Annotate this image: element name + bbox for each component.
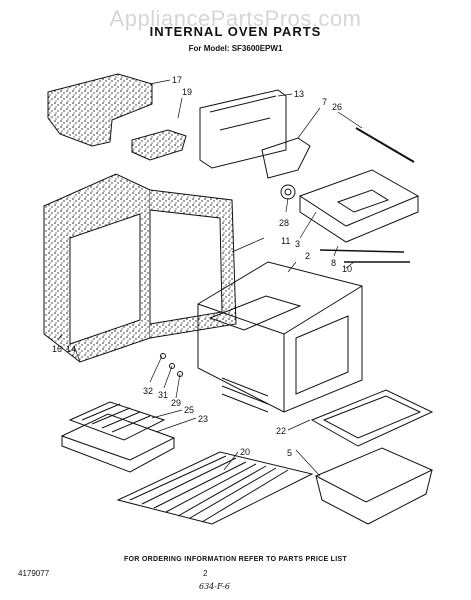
part-13-rear-panel — [199, 89, 287, 169]
part-25-broil-pan-insert — [68, 401, 166, 441]
part-8-strip — [319, 249, 405, 253]
part-7-bracket — [261, 137, 311, 179]
part-22-drawer-liner — [310, 389, 434, 447]
part-31-washer — [169, 363, 175, 369]
callout-17: 17 — [172, 75, 182, 85]
callout-19: 19 — [182, 87, 192, 97]
callout-25: 25 — [184, 405, 194, 415]
callout-3: 3 — [295, 239, 300, 249]
callout-29: 29 — [171, 398, 181, 408]
watermark: AppliancePartsPros.com — [109, 6, 362, 31]
part-32-screw — [160, 353, 166, 359]
page-title: INTERNAL OVEN PARTS — [149, 24, 322, 39]
callout-5: 5 — [287, 448, 292, 458]
callout-13: 13 — [294, 89, 304, 99]
callout-26: 26 — [332, 102, 342, 112]
model-subtitle: For Model: SF3600EPW1 — [188, 44, 283, 53]
callout-28: 28 — [279, 218, 289, 228]
callout-11: 11 — [281, 236, 290, 246]
part-17-top-insulation — [47, 73, 153, 147]
ordering-note: FOR ORDERING INFORMATION REFER TO PARTS … — [123, 556, 348, 563]
part-26-rod — [355, 127, 415, 163]
callout-32: 32 — [143, 386, 153, 396]
callout-14: 14 — [66, 344, 76, 354]
page-number: 2 — [203, 569, 208, 578]
callout-31: 31 — [158, 390, 168, 400]
callout-22: 22 — [276, 426, 286, 436]
part-23-broil-pan — [60, 413, 176, 473]
part-20-oven-rack — [116, 451, 314, 525]
part-5-storage-drawer — [314, 447, 434, 525]
document-number: 4179077 — [18, 569, 50, 578]
callout-20: 20 — [240, 447, 250, 457]
part-2-oven-liner — [197, 261, 363, 413]
callout-7: 7 — [322, 97, 327, 107]
part-29-nut — [177, 371, 183, 377]
part-19-insulation-pad — [131, 129, 187, 161]
callout-23: 23 — [198, 414, 208, 424]
part-28-clip — [280, 184, 296, 200]
callout-2: 2 — [305, 251, 310, 261]
callout-16: 16 — [52, 344, 62, 354]
handwritten-note: 634-F-6 — [199, 582, 230, 591]
callout-10: 10 — [342, 264, 352, 274]
leader-lines — [57, 79, 363, 477]
callout-8: 8 — [331, 258, 336, 268]
part-16-insulation-wrap — [43, 173, 237, 363]
part-3-tray — [298, 169, 420, 243]
